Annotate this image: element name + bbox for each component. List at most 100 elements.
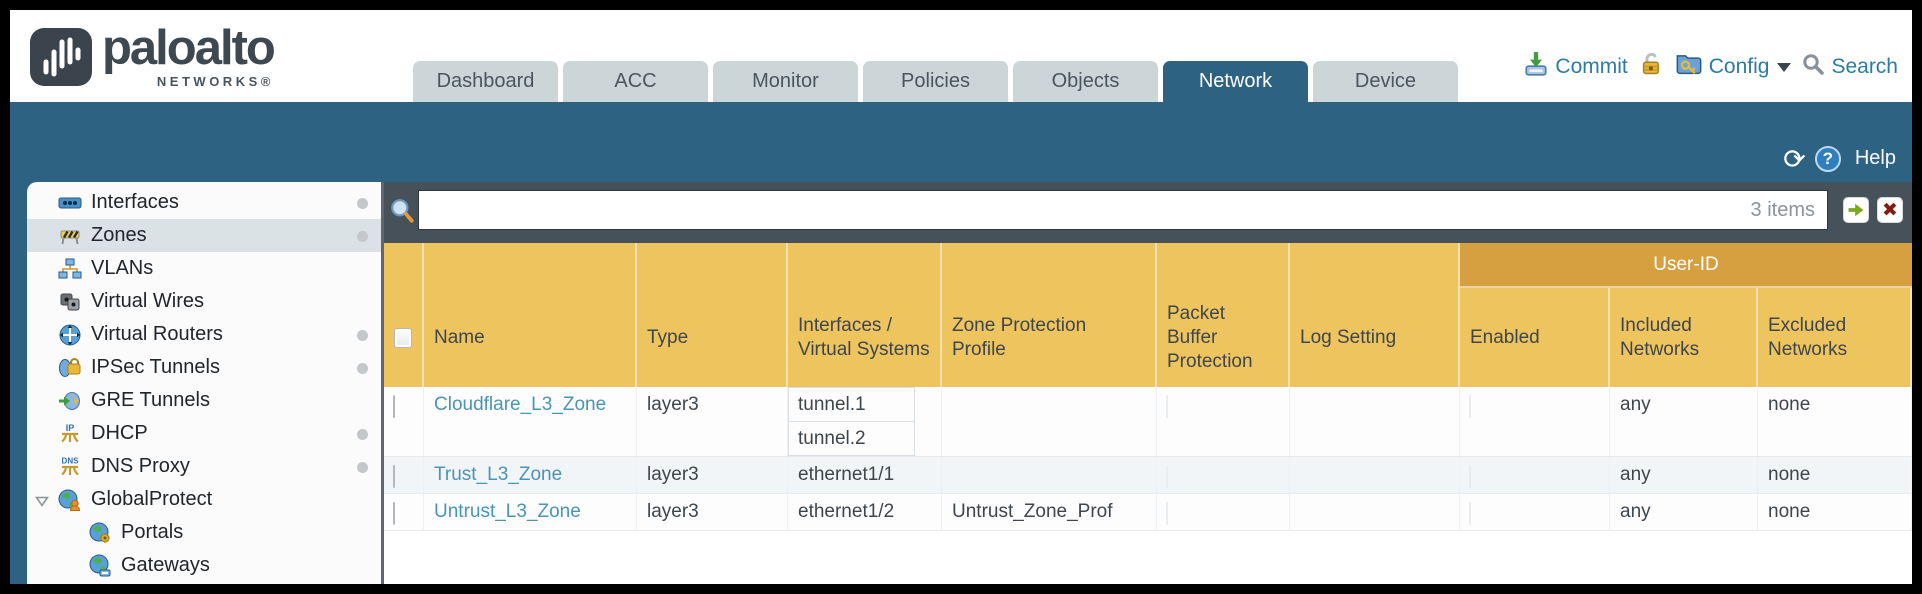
sidebar-item-label: Portals [121, 521, 184, 543]
sidebar-item-portals[interactable]: Portals [27, 516, 381, 549]
row-select-cell [384, 387, 424, 457]
column-header-label: Enabled [1470, 326, 1540, 348]
table-empty-space [384, 531, 1912, 584]
chevron-down-icon [1777, 62, 1792, 72]
log-setting-cell [1290, 494, 1460, 531]
commit-button[interactable]: Commit [1523, 51, 1628, 83]
tab-policies[interactable]: Policies [863, 61, 1008, 102]
status-dot [357, 462, 368, 473]
zone-type-cell: layer3 [637, 494, 788, 531]
portals-icon [87, 521, 113, 545]
interfaces-icon [57, 191, 83, 215]
excluded-networks-cell: none [1758, 494, 1912, 531]
config-menu-button[interactable]: Config [1675, 50, 1792, 84]
clear-filter-button[interactable]: ✖ [1877, 197, 1903, 223]
column-header-excluded-networks[interactable]: Excluded Networks [1758, 288, 1912, 387]
sidebar-item-label: IPSec Tunnels [91, 356, 220, 378]
help-link[interactable]: Help [1854, 147, 1896, 169]
user-id-enabled-cell [1460, 494, 1610, 531]
column-header-label: Type [647, 326, 689, 348]
refresh-icon[interactable]: ⥁ [1777, 149, 1808, 168]
sidebar-item-ipsec-tunnels[interactable]: IPSec Tunnels [27, 351, 381, 384]
column-header-enabled[interactable]: Enabled [1460, 288, 1610, 387]
sidebar-item-vlans[interactable]: VLANs [27, 252, 381, 285]
user-id-enabled-checkbox[interactable] [1469, 465, 1471, 488]
excluded-networks-cell: none [1758, 457, 1912, 494]
filter-bar: 3 items ✖ [384, 182, 1912, 243]
dhcp-icon: IP [57, 422, 83, 446]
row-checkbox[interactable] [393, 395, 395, 418]
lock-icon[interactable] [1638, 51, 1665, 84]
sidebar-item-label: Interfaces [91, 191, 179, 213]
column-header-interfaces-virtual-systems[interactable]: Interfaces / Virtual Systems [788, 243, 942, 387]
interfaces-cell: ethernet1/1 [788, 457, 942, 494]
status-dot [357, 363, 368, 374]
row-checkbox[interactable] [393, 465, 395, 488]
help-icon[interactable]: ? [1814, 145, 1841, 172]
column-header-type[interactable]: Type [637, 243, 788, 387]
sidebar-item-zones[interactable]: Zones [27, 219, 381, 252]
tab-acc[interactable]: ACC [563, 61, 708, 102]
column-header-name[interactable]: Name [424, 243, 637, 387]
paloalto-logo-icon [30, 28, 92, 86]
row-select-cell [384, 457, 424, 494]
interface-entry: tunnel.1 [788, 387, 915, 422]
packet-buffer-checkbox[interactable] [1166, 502, 1168, 525]
tab-network[interactable]: Network [1163, 61, 1308, 102]
select-all-column-header [384, 243, 424, 387]
expander-triangle-icon[interactable] [34, 492, 50, 508]
sidebar-item-interfaces[interactable]: Interfaces [27, 186, 381, 219]
user-id-enabled-checkbox[interactable] [1469, 395, 1471, 418]
apply-filter-button[interactable] [1843, 197, 1869, 223]
tab-monitor[interactable]: Monitor [713, 61, 858, 102]
packet-buffer-checkbox[interactable] [1166, 465, 1168, 488]
column-header-log-setting[interactable]: Log Setting [1290, 243, 1460, 387]
sidebar-item-label: GlobalProtect [91, 488, 213, 510]
column-header-packet-buffer-protection[interactable]: Packet Buffer Protection [1157, 243, 1290, 387]
sidebar-item-virtual-routers[interactable]: Virtual Routers [27, 318, 381, 351]
column-header-label: Included Networks [1620, 314, 1700, 360]
column-header-label: Packet Buffer Protection [1167, 302, 1253, 372]
column-group-user-id[interactable]: User-ID [1460, 243, 1912, 288]
column-header-included-networks[interactable]: Included Networks [1610, 288, 1758, 387]
column-header-zone-protection-profile[interactable]: Zone Protection Profile [942, 243, 1157, 387]
zone-name-link[interactable]: Trust_L3_Zone [424, 457, 637, 494]
included-networks-cell: any [1610, 457, 1758, 494]
svg-text:DNS: DNS [62, 456, 80, 465]
utility-links: Commit [1523, 50, 1898, 84]
excluded-networks-cell: none [1758, 387, 1912, 457]
tab-dashboard[interactable]: Dashboard [413, 61, 558, 102]
globalprotect-icon [57, 488, 83, 512]
sidebar-item-gre-tunnels[interactable]: GRE Tunnels [27, 384, 381, 417]
packet-buffer-protection-cell [1157, 387, 1290, 457]
filter-search-icon [389, 198, 415, 224]
sidebar-item-label: VLANs [91, 257, 154, 279]
zone-name-link[interactable]: Cloudflare_L3_Zone [424, 387, 637, 457]
zone-name-link[interactable]: Untrust_L3_Zone [424, 494, 637, 531]
zone-type-cell: layer3 [637, 457, 788, 494]
row-checkbox[interactable] [393, 502, 395, 525]
gateways-icon [87, 554, 113, 578]
packet-buffer-checkbox[interactable] [1166, 395, 1168, 418]
tab-objects[interactable]: Objects [1013, 61, 1158, 102]
filter-input-wrap: 3 items [418, 190, 1828, 230]
column-header-label: Name [434, 326, 485, 348]
packet-buffer-protection-cell [1157, 457, 1290, 494]
filter-input[interactable] [431, 197, 1751, 223]
search-button[interactable]: Search [1801, 52, 1898, 82]
status-dot [357, 198, 368, 209]
user-id-enabled-checkbox[interactable] [1469, 502, 1471, 525]
select-all-checkbox[interactable] [394, 327, 412, 348]
sidebar-item-virtual-wires[interactable]: Virtual Wires [27, 285, 381, 318]
sidebar-item-globalprotect[interactable]: GlobalProtect [27, 483, 381, 516]
tab-device[interactable]: Device [1313, 61, 1458, 102]
gre-tunnels-icon [57, 389, 83, 413]
sidebar-item-gateways[interactable]: Gateways [27, 549, 381, 582]
